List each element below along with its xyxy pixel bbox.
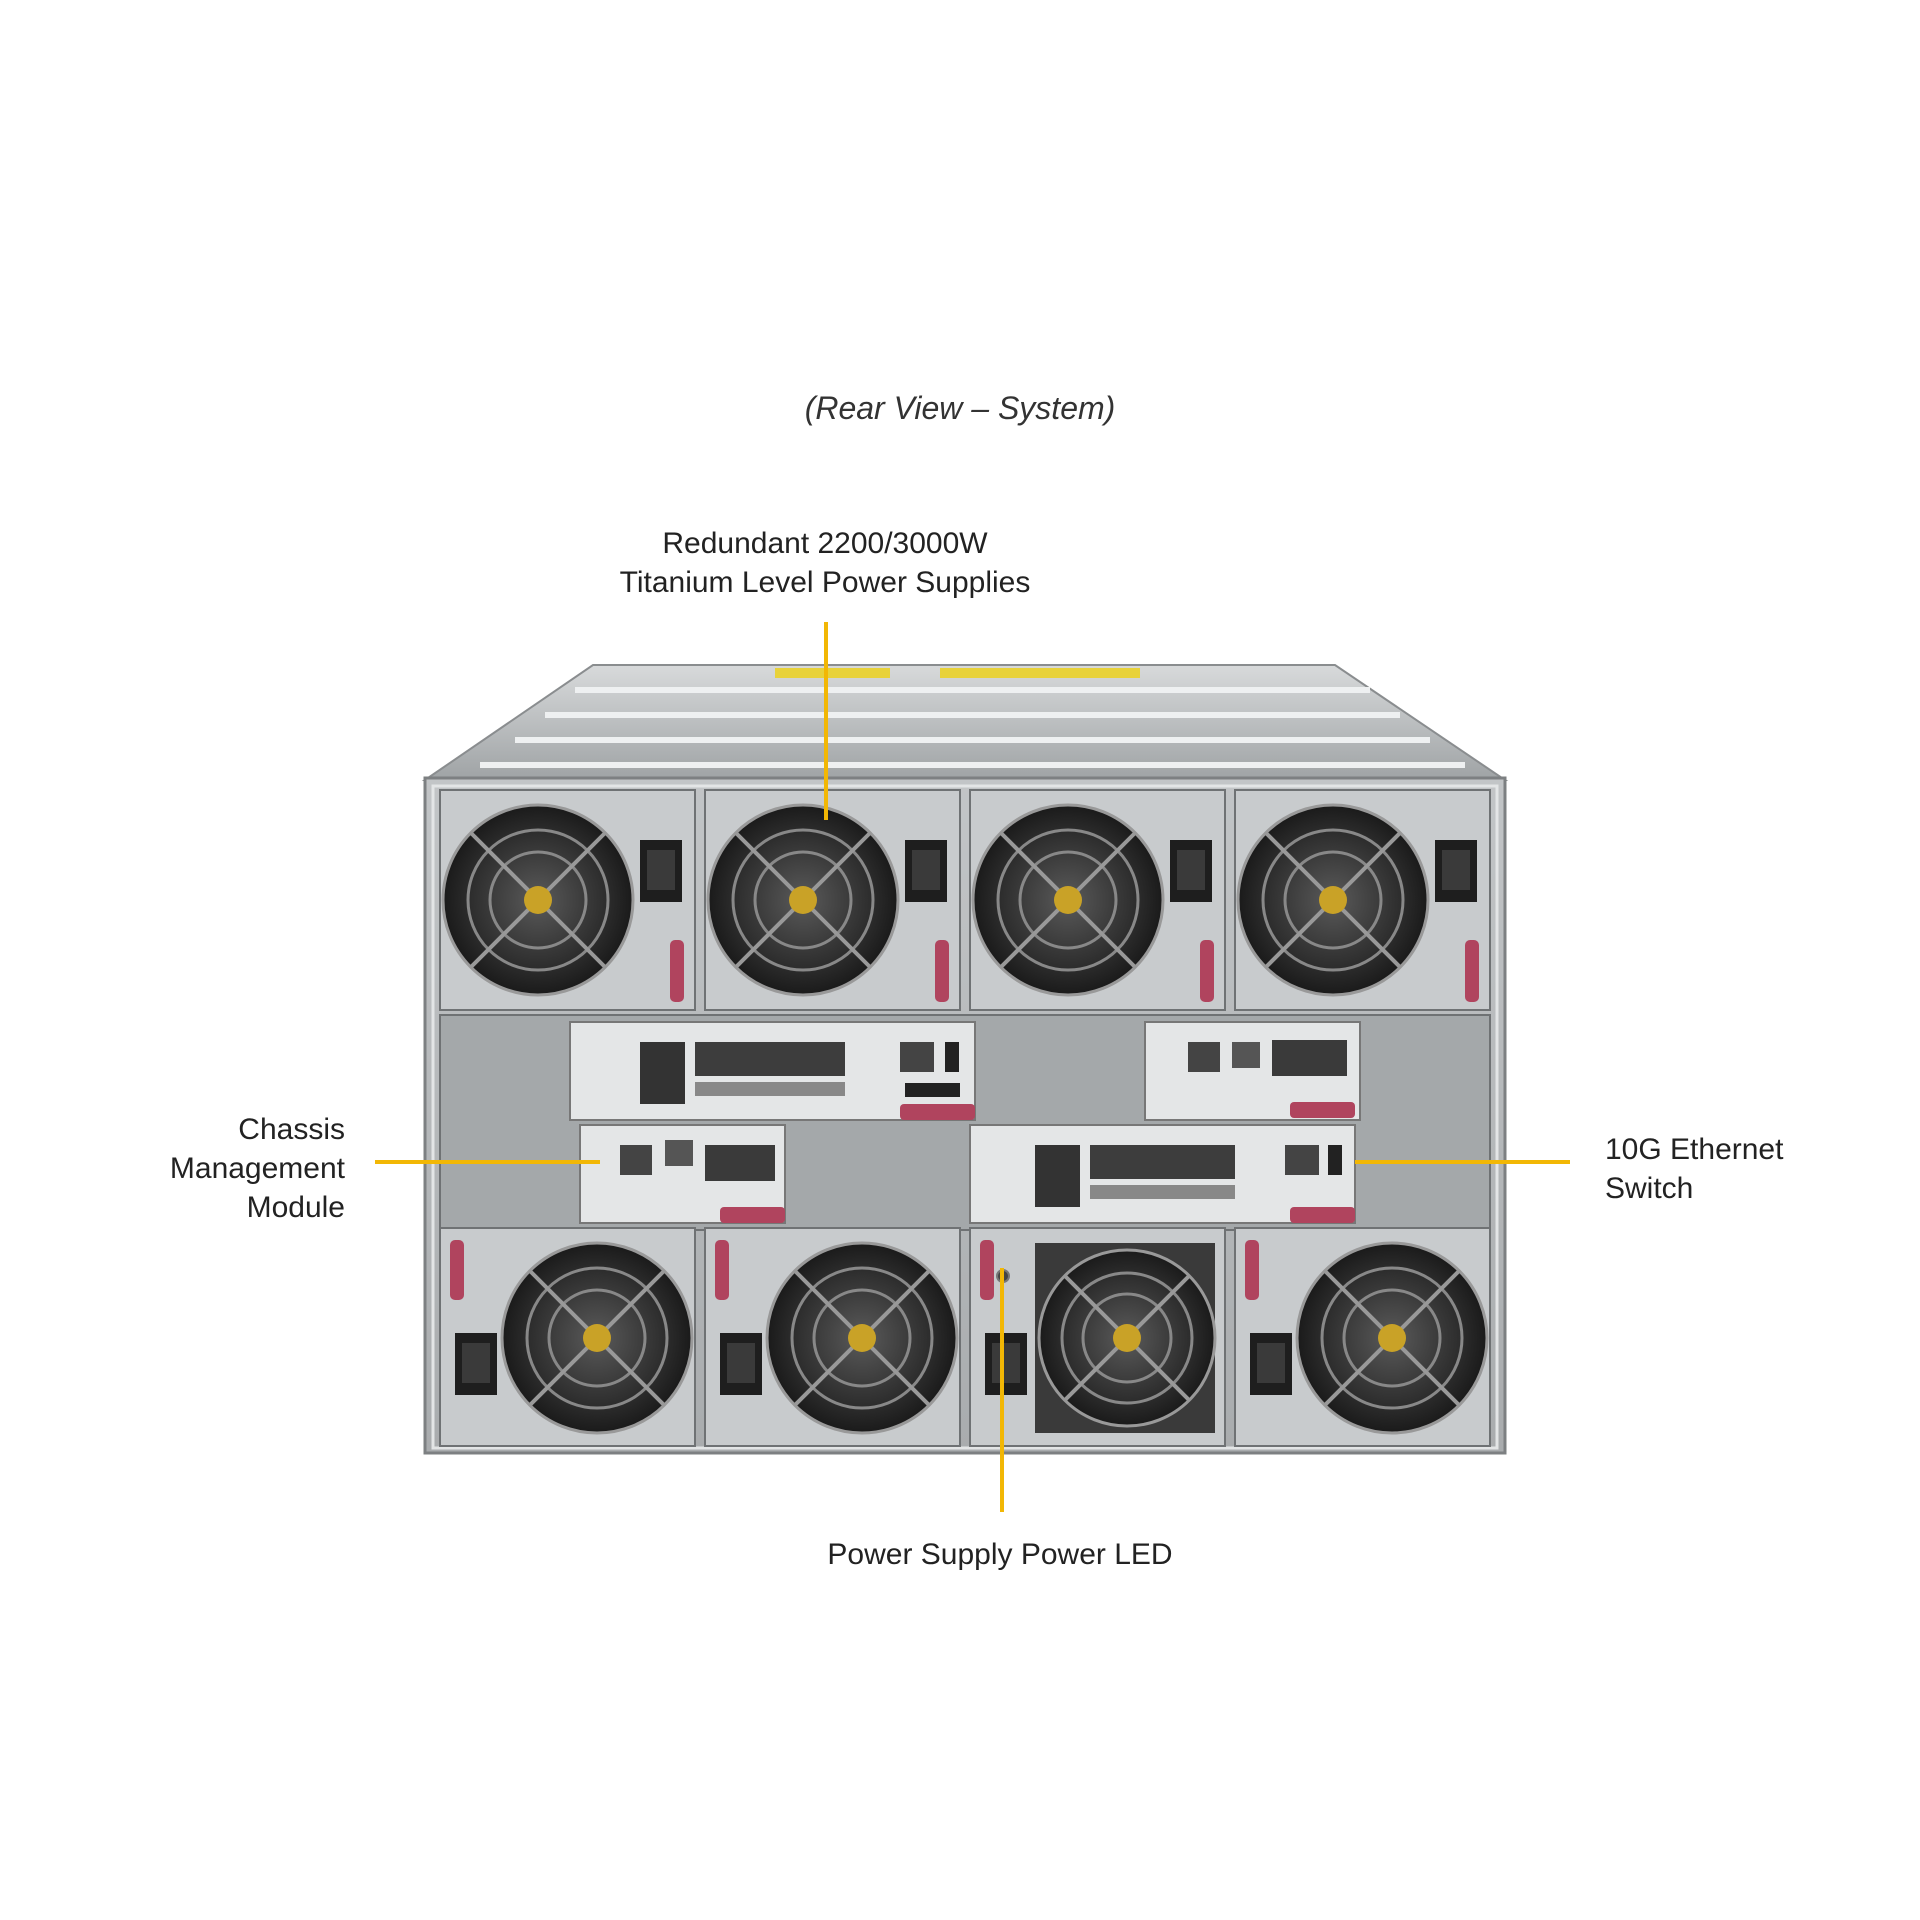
warning-label xyxy=(775,668,890,678)
power-supply-module xyxy=(969,789,1226,1011)
warning-label xyxy=(940,668,1140,678)
callout-text: Module xyxy=(246,1191,345,1224)
ethernet-switch-module-top xyxy=(569,1021,976,1121)
callout-lines xyxy=(375,622,1570,1512)
callout-text: Power Supply Power LED xyxy=(827,1538,1173,1571)
callout-power-led: Power Supply Power LED xyxy=(700,1535,1300,1574)
callout-ethernet-switch: 10G Ethernet Switch xyxy=(1605,1130,1865,1208)
diagram-caption: (Rear View – System) xyxy=(804,390,1116,426)
power-supply-module xyxy=(969,1227,1226,1447)
power-supply-module xyxy=(1234,789,1491,1011)
chassis-management-module-bottom xyxy=(579,1124,786,1224)
power-supply-module xyxy=(704,789,961,1011)
chassis-management-module-top xyxy=(1144,1021,1361,1121)
power-supply-module xyxy=(439,789,696,1011)
ethernet-switch-module-bottom xyxy=(969,1124,1356,1224)
power-supply-module xyxy=(1234,1227,1491,1447)
power-supply-module xyxy=(439,1227,696,1447)
psu-row-top xyxy=(439,789,1491,1011)
chassis-frame xyxy=(431,784,1499,1450)
callout-text: Chassis xyxy=(238,1113,345,1146)
callout-power-supplies: Redundant 2200/3000W Titanium Level Powe… xyxy=(560,524,1090,602)
chassis-top-ribs xyxy=(480,687,1465,768)
callout-chassis-management-module: Chassis Management Module xyxy=(100,1110,345,1227)
callout-text: Redundant 2200/3000W xyxy=(662,527,988,560)
psu-row-bottom xyxy=(439,1227,1491,1447)
power-supply-module xyxy=(704,1227,961,1447)
callout-text: Titanium Level Power Supplies xyxy=(619,566,1031,599)
callout-text: 10G Ethernet xyxy=(1605,1133,1784,1166)
callout-text: Switch xyxy=(1605,1172,1694,1205)
callout-text: Management xyxy=(169,1152,345,1185)
